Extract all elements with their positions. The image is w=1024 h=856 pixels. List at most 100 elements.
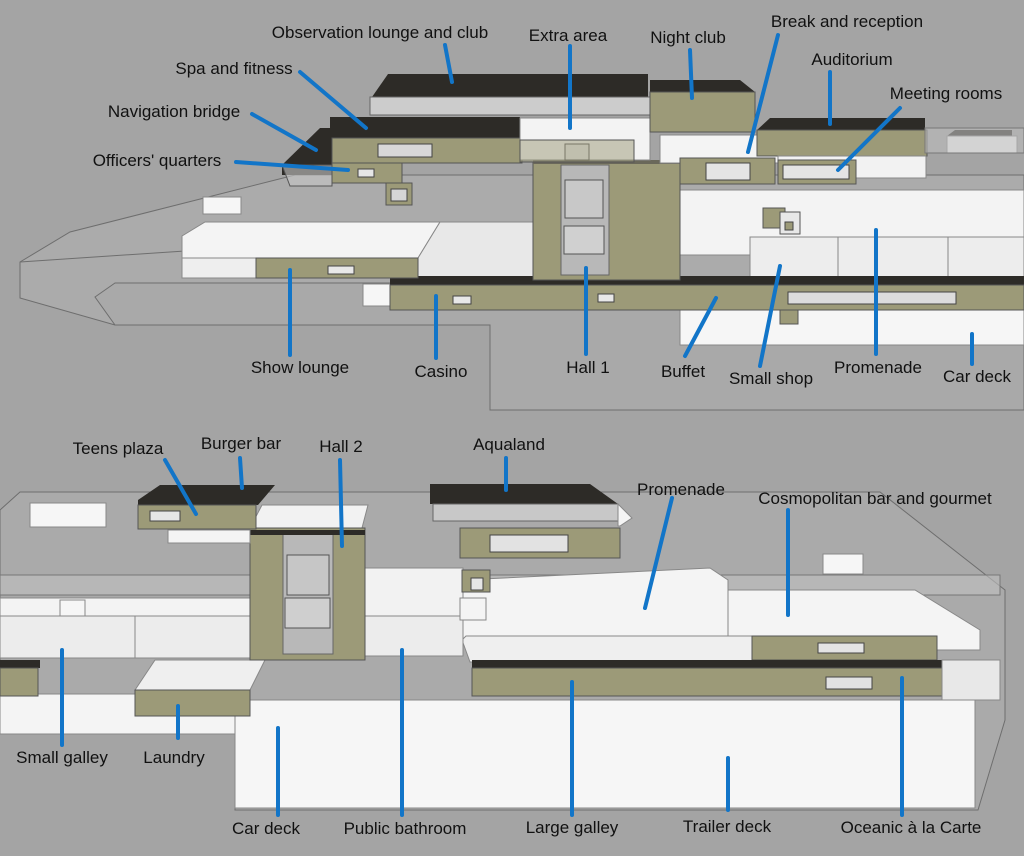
top-promenade-window — [787, 291, 957, 305]
label-hall-1: Hall 1 — [566, 358, 609, 377]
bottom-teens-window — [149, 510, 181, 522]
label-aqualand: Aqualand — [473, 435, 545, 454]
top-observation-glass — [369, 96, 651, 116]
top-bow-box — [202, 196, 242, 215]
leader-officers — [234, 160, 350, 172]
label-oceanic: Oceanic à la Carte — [841, 818, 982, 837]
top-hall1-window-lower — [563, 225, 605, 255]
leader-burger — [238, 456, 244, 490]
bottom-large-galley-top — [472, 660, 942, 668]
bottom-hall2-roof — [249, 504, 369, 529]
label-car-deck-bottom: Car deck — [232, 819, 301, 838]
top-observation-roof — [372, 74, 648, 97]
label-trailer-deck: Trailer deck — [683, 817, 772, 836]
bottom-ship-section — [0, 484, 1006, 811]
bottom-laundry-block — [134, 689, 251, 717]
leader-bridge — [250, 112, 318, 152]
bottom-slab-mid — [134, 615, 254, 659]
label-promenade-top: Promenade — [834, 358, 922, 377]
bottom-hall2-window-lower — [284, 597, 331, 629]
bottom-trailer-deck — [234, 699, 976, 809]
top-corridor-top — [390, 276, 1024, 285]
leader-lines — [60, 33, 974, 817]
bottom-promenade-white — [461, 567, 729, 641]
top-show-lounge-window — [327, 265, 355, 275]
label-hall-2: Hall 2 — [319, 437, 362, 456]
label-night-club: Night club — [650, 28, 726, 47]
bottom-hall2-band — [250, 530, 365, 535]
top-shop-lower-box — [779, 309, 799, 325]
leader-promenade-bottom — [643, 496, 674, 610]
bottom-labels: Teens plaza Burger bar Hall 2 Aqualand P… — [16, 434, 992, 838]
label-laundry: Laundry — [143, 748, 205, 767]
label-public-bathroom: Public bathroom — [344, 819, 467, 838]
bottom-stern-box — [822, 553, 864, 575]
top-spa-window — [377, 143, 433, 158]
top-extra-base — [519, 139, 635, 163]
label-burger-bar: Burger bar — [201, 434, 282, 453]
bottom-galley-block — [0, 667, 39, 697]
label-extra-area: Extra area — [529, 26, 608, 45]
bottom-mid-white — [364, 567, 464, 619]
bottom-galley-top — [0, 660, 40, 668]
top-nightclub-roof — [650, 80, 755, 92]
top-bridge-glass — [281, 164, 333, 187]
label-casino: Casino — [415, 362, 468, 381]
top-labels: Observation lounge and club Extra area N… — [93, 12, 1012, 388]
top-auditorium-block — [756, 129, 928, 157]
top-hall1-window — [597, 293, 615, 303]
top-cardeck-white — [679, 304, 1024, 346]
bottom-teens-white — [167, 529, 251, 544]
bottom-teens-roof — [138, 485, 275, 505]
label-buffet: Buffet — [661, 362, 705, 381]
bottom-deck-stripe-right — [941, 659, 1001, 701]
top-meeting-window — [782, 164, 850, 180]
bottom-aqualand-small-window — [470, 577, 484, 591]
top-bridge-roof — [282, 128, 340, 175]
label-car-deck-top: Car deck — [943, 367, 1012, 386]
top-auditorium-roof — [757, 118, 925, 130]
top-small-white-block — [362, 283, 394, 307]
leader-spa — [298, 70, 368, 130]
top-spa-roof — [330, 117, 520, 139]
top-hall1-window-upper — [564, 179, 604, 219]
top-casino-window — [452, 295, 472, 305]
label-navigation-bridge: Navigation bridge — [108, 102, 240, 121]
leader-nightclub — [688, 48, 694, 100]
leader-hall2 — [338, 458, 344, 548]
top-nightclub-block — [649, 91, 756, 133]
label-officers-quarters: Officers' quarters — [93, 151, 222, 170]
bottom-aqualand-wedge — [617, 502, 633, 527]
leader-teens — [163, 458, 198, 516]
leader-meeting — [836, 106, 902, 172]
leader-shop — [758, 264, 782, 368]
bottom-cosmo-window — [817, 642, 865, 654]
leader-observation — [443, 43, 454, 84]
top-promenade-block-2 — [837, 236, 949, 278]
label-break-reception: Break and reception — [771, 12, 923, 31]
bottom-aqualand-box-2 — [459, 597, 487, 621]
top-shop-box-window — [784, 221, 794, 231]
bottom-slab-left — [0, 615, 136, 659]
label-large-galley: Large galley — [526, 818, 619, 837]
label-auditorium: Auditorium — [811, 50, 892, 69]
top-promenade-block-1 — [749, 236, 839, 278]
label-small-galley: Small galley — [16, 748, 108, 767]
leader-break — [746, 33, 780, 154]
bottom-left-box — [29, 502, 107, 528]
label-meeting-rooms: Meeting rooms — [890, 84, 1002, 103]
bottom-promenade-lower — [461, 635, 753, 663]
bottom-laundry-top — [134, 659, 266, 691]
bottom-aqualand-window — [489, 534, 569, 553]
top-break-window — [705, 162, 751, 181]
label-teens-plaza: Teens plaza — [73, 439, 164, 458]
label-spa-fitness: Spa and fitness — [175, 59, 292, 78]
top-officers-box-window — [390, 188, 408, 202]
bottom-slab-right — [364, 615, 464, 657]
label-small-shop: Small shop — [729, 369, 813, 388]
bottom-oceanic-window — [825, 676, 873, 690]
bottom-aqualand-roof — [430, 484, 618, 504]
top-deck-front-white — [181, 221, 441, 259]
top-promenade-block-3 — [947, 236, 1024, 278]
